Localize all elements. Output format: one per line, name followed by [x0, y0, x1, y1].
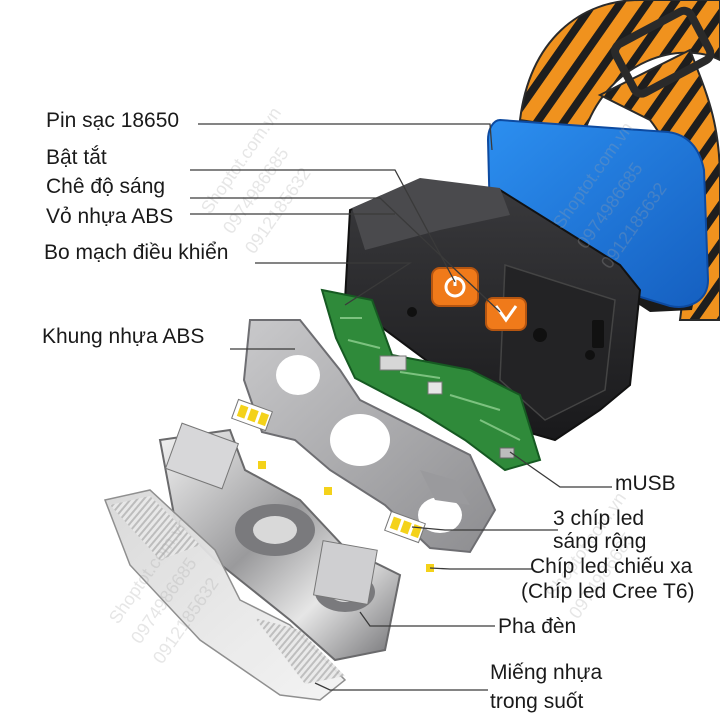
label-wide-leds-line1: 3 chíp led	[553, 507, 645, 530]
clear-plastic-cover	[103, 489, 347, 701]
leader-line-power	[190, 169, 456, 283]
control-board-pcb	[320, 288, 542, 472]
leader-line-reflector	[359, 611, 495, 627]
leader-line-clear-cover	[314, 682, 488, 691]
label-musb: mUSB	[615, 472, 676, 495]
label-control-board: Bo mạch điều khiển	[44, 241, 229, 264]
leader-lines	[190, 123, 612, 691]
label-battery: Pin sạc 18650	[46, 109, 180, 132]
label-abs-frame: Khung nhựa ABS	[42, 325, 205, 348]
leader-line-board	[255, 262, 413, 306]
label-abs-shell: Vỏ nhựa ABS	[46, 205, 174, 228]
mode-button-icon	[485, 297, 527, 331]
label-light-mode: Chê độ sáng	[46, 175, 166, 198]
label-far-led-line2: (Chíp led Cree T6)	[521, 580, 695, 603]
leader-line-wide-leds	[411, 526, 558, 531]
leader-line-far-led	[429, 567, 532, 570]
label-clear-cover-line2: trong suốt	[490, 690, 584, 713]
power-button-icon	[431, 267, 479, 307]
abs-frame	[242, 319, 497, 554]
label-far-led-line1: Chíp led chiếu xa	[530, 555, 693, 578]
leader-line-battery	[198, 123, 493, 151]
label-clear-cover-line1: Miếng nhựa	[490, 661, 603, 684]
label-reflector: Pha đèn	[498, 615, 577, 638]
label-wide-leds-line2: sáng rộng	[553, 530, 647, 553]
label-power-switch: Bật tắt	[46, 146, 107, 169]
leader-line-mode	[190, 197, 501, 313]
leader-line-musb	[509, 451, 612, 488]
